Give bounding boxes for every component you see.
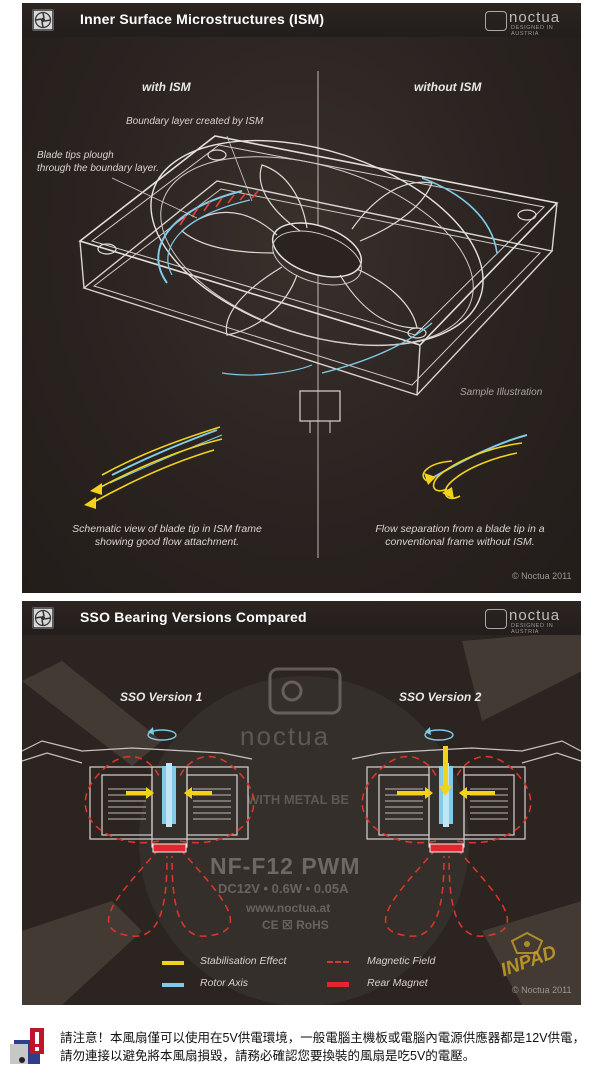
- ism-panel-title: Inner Surface Microstructures (ISM): [80, 11, 325, 27]
- sample-illustration-note: Sample Illustration: [460, 387, 543, 398]
- legend-label-stabilisation: Stabilisation Effect: [200, 955, 287, 967]
- caption-left-line2: showing good flow attachment.: [94, 536, 240, 548]
- label-sso-version-2: SSO Version 2: [399, 690, 482, 704]
- fan-sticker-background: [22, 631, 581, 1005]
- caption-right: Flow separation from a blade tip in a co…: [340, 523, 580, 549]
- blade-tips-note-line1: Blade tips plough: [37, 150, 114, 161]
- sso-panel-title: SSO Bearing Versions Compared: [80, 609, 307, 625]
- owl-icon: [485, 11, 507, 31]
- legend-label-rear-magnet: Rear Magnet: [367, 977, 428, 989]
- caption-right-line1: Flow separation from a blade tip in a: [375, 523, 545, 535]
- legend-label-rotor-axis: Rotor Axis: [200, 977, 249, 989]
- sso-panel: noctua WITH METAL BE NF-F12 PWM DC12V • …: [22, 601, 581, 1005]
- label-sso-version-1: SSO Version 1: [120, 690, 203, 704]
- sticker-spec: DC12V • 0.6W • 0.05A: [218, 881, 349, 896]
- label-with-ism: with ISM: [142, 80, 191, 94]
- owl-icon: [485, 609, 507, 629]
- legend-swatch-magnetic-field: [327, 961, 349, 963]
- legend-swatch-stabilisation: [162, 961, 184, 965]
- sticker-brand: noctua: [240, 721, 331, 751]
- caption-right-line2: conventional frame without ISM.: [385, 536, 535, 548]
- sso-panel-header: SSO Bearing Versions Compared noctua DES…: [22, 601, 581, 635]
- noctua-logo: noctua DESIGNED IN AUSTRIA: [481, 9, 571, 37]
- legend-label-magnetic-field: Magnetic Field: [367, 955, 436, 967]
- fan-illustration: [78, 71, 559, 558]
- copyright-panel2: © Noctua 2011: [512, 985, 572, 995]
- ism-panel: Inner Surface Microstructures (ISM) noct…: [22, 3, 581, 593]
- caption-left-line1: Schematic view of blade tip in ISM frame: [72, 523, 262, 535]
- sticker-url: www.noctua.at: [246, 901, 331, 915]
- legend-swatch-rotor-axis: [162, 983, 184, 987]
- notice-box: 請注意！本風扇僅可以使用在5V供電環境，一般電腦主機板或電腦內電源供應器都是12…: [0, 1014, 600, 1078]
- copyright-panel1: © Noctua 2011: [512, 571, 572, 581]
- blade-tips-note-line2: through the boundary layer.: [37, 163, 159, 174]
- ism-panel-header: Inner Surface Microstructures (ISM) noct…: [22, 3, 581, 37]
- boundary-layer-note: Boundary layer created by ISM: [126, 116, 264, 127]
- sticker-model: NF-F12 PWM: [210, 853, 361, 879]
- sticker-certs: CE ☒ RoHS: [262, 918, 329, 932]
- notice-text: 請注意！本風扇僅可以使用在5V供電環境，一般電腦主機板或電腦內電源供應器都是12…: [60, 1031, 586, 1063]
- fan-icon: [32, 9, 54, 31]
- warning-icon: [10, 1026, 48, 1068]
- sticker-metal-text: WITH METAL BE: [247, 792, 350, 807]
- fan-icon: [32, 607, 54, 629]
- caption-left: Schematic view of blade tip in ISM frame…: [42, 523, 292, 549]
- legend-swatch-rear-magnet: [327, 982, 349, 987]
- sso-bearing-diagram: [22, 727, 581, 954]
- label-without-ism: without ISM: [414, 80, 482, 94]
- noctua-logo: noctua DESIGNED IN AUSTRIA: [481, 607, 571, 635]
